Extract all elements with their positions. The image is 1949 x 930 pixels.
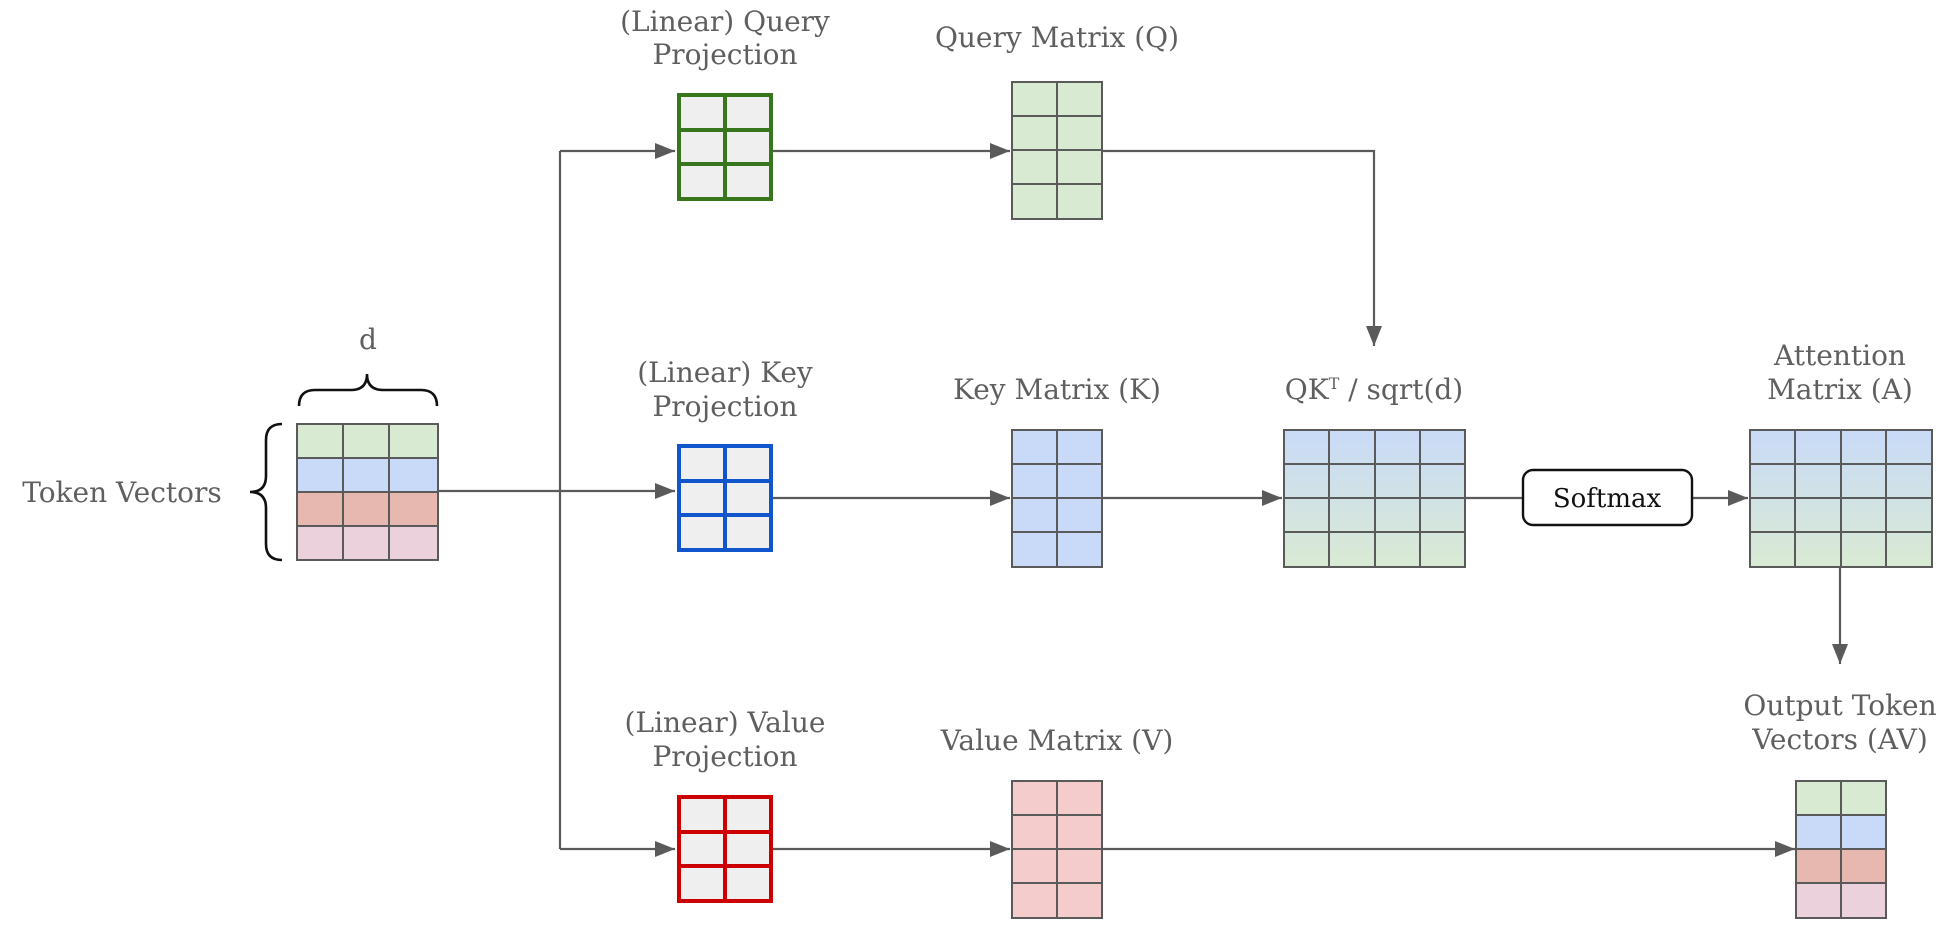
key-matrix-label: Key Matrix (K) [953, 373, 1161, 406]
arrow-query-to-qk [1102, 149, 1382, 346]
attention-matrix [1749, 429, 1933, 568]
output-token-matrix [1795, 780, 1887, 919]
token-vectors-label: Token Vectors [22, 476, 222, 509]
qk-label: QKT / sqrt(d) [1285, 373, 1463, 406]
attention-label-line1: Attention [1773, 339, 1906, 372]
softmax-box: Softmax [1521, 468, 1694, 527]
query-projection-label-line1: (Linear) Query [620, 5, 830, 38]
token-vectors-matrix [296, 423, 439, 561]
key-projection-label-line2: Projection [652, 390, 797, 423]
d-label: d [359, 323, 377, 356]
value-projection-label-line2: Projection [652, 740, 797, 773]
key-projection-matrix [677, 444, 773, 552]
key-matrix [1011, 429, 1103, 568]
value-matrix [1011, 780, 1103, 919]
value-projection-label-line1: (Linear) Value [625, 706, 826, 739]
query-matrix-label: Query Matrix (Q) [935, 21, 1179, 54]
value-projection-matrix [677, 795, 773, 903]
connectors [438, 143, 1848, 857]
softmax-label: Softmax [1553, 484, 1662, 514]
key-projection-label-line1: (Linear) Key [637, 356, 813, 389]
query-projection-label-line2: Projection [652, 38, 797, 71]
qk-matrix [1283, 429, 1466, 568]
output-label-line1: Output Token [1743, 689, 1936, 722]
value-matrix-label: Value Matrix (V) [940, 724, 1174, 757]
query-projection-matrix [677, 93, 773, 201]
token-brace [249, 422, 283, 562]
d-brace [297, 373, 439, 407]
query-matrix [1011, 81, 1103, 220]
attention-label-line2: Matrix (A) [1767, 373, 1913, 406]
output-label-line2: Vectors (AV) [1751, 723, 1928, 756]
